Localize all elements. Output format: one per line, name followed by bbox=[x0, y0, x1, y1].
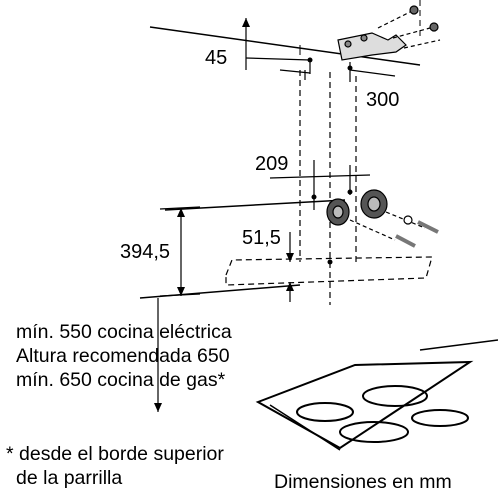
mark-top2 bbox=[347, 65, 353, 71]
mark-hood bbox=[327, 259, 333, 265]
ceiling-screws bbox=[377, 5, 441, 49]
dim-394 bbox=[159, 206, 201, 297]
footnote-line1: * desde el borde superior bbox=[6, 443, 224, 465]
arrow-51-bot bbox=[286, 282, 294, 291]
note-recommended: Altura recomendada 650 bbox=[16, 345, 230, 367]
mark-mid bbox=[311, 194, 317, 200]
arrow-394-bot bbox=[177, 287, 185, 296]
dim-45-label: 45 bbox=[205, 47, 227, 69]
dim-300 bbox=[349, 62, 396, 82]
arrow-height bbox=[154, 403, 162, 412]
wall-plugs bbox=[326, 189, 439, 248]
ceiling-bracket bbox=[337, 32, 407, 61]
arrow-394-top bbox=[177, 208, 185, 217]
footnote-line2: de la parrilla bbox=[16, 467, 123, 489]
dim-394-label: 394,5 bbox=[120, 241, 170, 263]
ceiling-line bbox=[149, 26, 421, 66]
arrow-45 bbox=[242, 18, 250, 27]
dim-300-label: 300 bbox=[366, 89, 399, 111]
note-gas: mín. 650 cocina de gas* bbox=[16, 369, 226, 391]
arrow-51-top bbox=[286, 253, 294, 262]
cooktop bbox=[255, 360, 474, 451]
wall-line bbox=[164, 199, 346, 211]
note-electric: mín. 550 cocina eléctrica bbox=[16, 321, 232, 343]
chimney-outline bbox=[299, 70, 357, 305]
units-label: Dimensiones en mm bbox=[274, 471, 452, 493]
dim-209-label: 209 bbox=[255, 153, 288, 175]
mark-top bbox=[307, 57, 313, 63]
mark-mid2 bbox=[347, 189, 353, 195]
dim-51-label: 51,5 bbox=[242, 227, 281, 249]
